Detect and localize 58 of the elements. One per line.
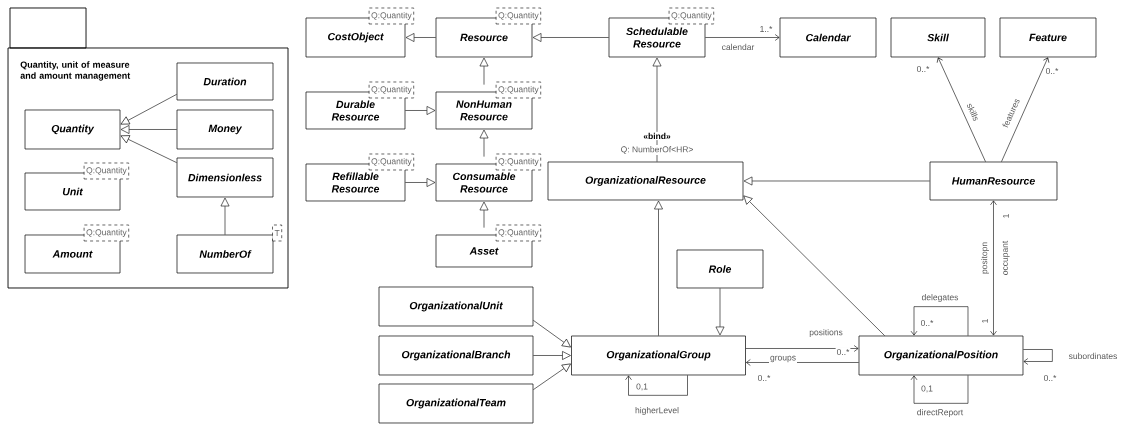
edge-label: calendar [720, 42, 756, 52]
generalization-arrow [405, 33, 436, 42]
edge-label: directReport [915, 408, 965, 418]
class-box: Feature [999, 17, 1097, 58]
generalization-arrow [405, 106, 436, 115]
generalization-arrow [479, 129, 489, 157]
multiplicity-label: 0..* [835, 348, 851, 356]
edge-label: skills [965, 101, 981, 123]
multiplicity-label: 0,1 [635, 382, 649, 392]
multiplicity-label: 0,1 [920, 384, 934, 394]
multiplicity-label: 1 [981, 317, 989, 325]
generalization-arrow [533, 363, 571, 390]
generalization-arrow [652, 57, 662, 162]
multiplicity-label: 0..* [756, 374, 772, 382]
multiplicity-label: 1..* [758, 25, 774, 33]
generalization-arrow [533, 320, 571, 348]
generalization-arrow [405, 178, 436, 187]
class-box: OrganizationalResource [547, 161, 744, 201]
class-box: OrganizationalTeam [378, 383, 534, 424]
class-box: OrganizationalUnit [378, 286, 534, 327]
multiplicity-label: 0..* [1044, 67, 1060, 75]
association-arrow [705, 34, 780, 41]
generalization-arrow [715, 288, 725, 336]
class-box: OrganizationalBranch [378, 335, 534, 376]
edge-label: occupant [1001, 239, 1011, 277]
edge-label: subordinates [1067, 351, 1119, 361]
role-label: positopn [980, 240, 990, 276]
generalization-arrow [533, 351, 571, 360]
association-arrow [1001, 57, 1050, 162]
multiplicity-label: 0..* [1042, 374, 1058, 382]
association-arrow [910, 306, 969, 336]
multiplicity-label: 0..* [915, 65, 931, 73]
class-box: Calendar [779, 17, 877, 58]
generalization-arrow [654, 200, 663, 336]
binding-label: Q: NumberOf<HR> [619, 145, 695, 155]
edge-label: higherLevel [634, 406, 680, 416]
edge-label: positions [808, 328, 844, 338]
edge-label: groups [769, 354, 797, 364]
class-box: Skill [890, 17, 986, 58]
association-arrow [1023, 349, 1053, 365]
multiplicity-label: 0..* [919, 319, 935, 327]
class-box: Role [676, 249, 764, 289]
class-box: OrganizationalPosition [858, 335, 1024, 376]
edge-label: delegates [920, 293, 960, 303]
multiplicity-label: 1 [1002, 212, 1010, 220]
association-arrow [625, 375, 688, 396]
generalization-arrow [743, 195, 885, 336]
class-box: OrganizationalGroup [571, 335, 746, 376]
edge-label: «bind» [642, 131, 672, 141]
generalization-arrow [743, 176, 930, 186]
association-arrow [936, 57, 986, 162]
association-arrow [745, 345, 859, 352]
generalization-arrow [479, 57, 489, 85]
generalization-arrow [532, 33, 609, 42]
association-arrow [990, 200, 997, 336]
association-arrow [910, 375, 969, 404]
class-box: HumanResource [929, 161, 1058, 201]
generalization-arrow [479, 201, 489, 228]
